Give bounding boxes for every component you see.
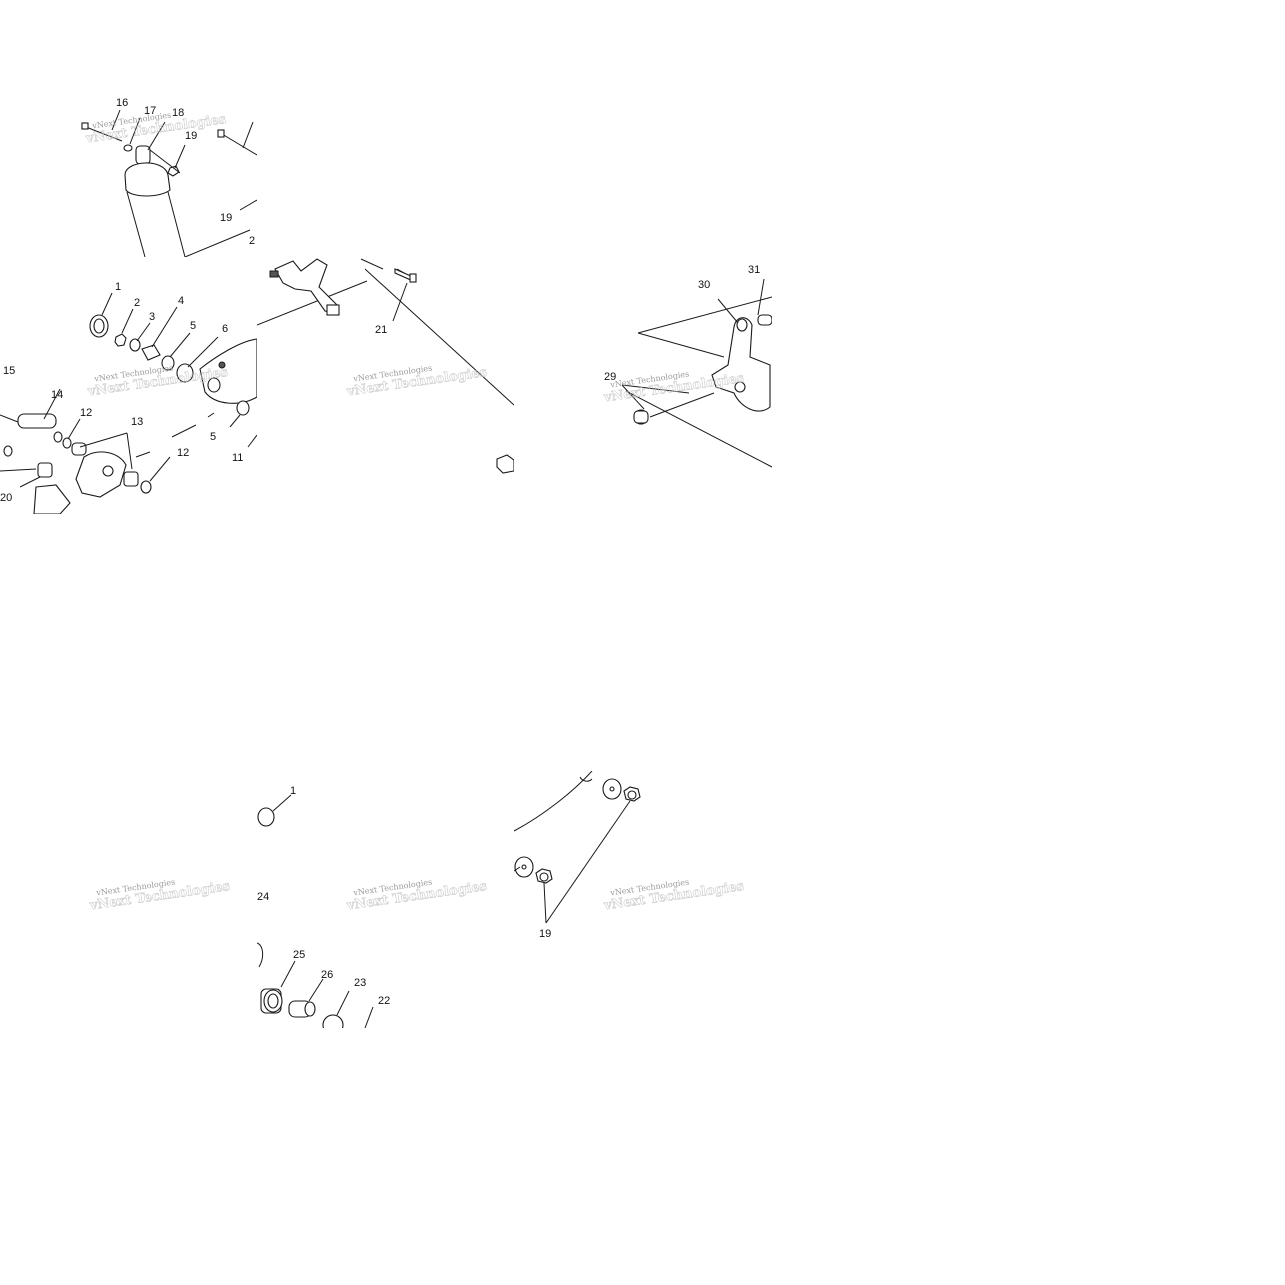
callout-label: 17 bbox=[144, 105, 157, 117]
callout-label: 11 bbox=[232, 452, 244, 464]
washers-nuts-drawing bbox=[514, 771, 641, 924]
callout-label: 15 bbox=[3, 365, 16, 377]
callout-label: 4 bbox=[178, 295, 185, 307]
callout-label: 12 bbox=[177, 447, 190, 459]
linkage-drawing bbox=[257, 258, 514, 474]
callout-label: 13 bbox=[131, 416, 144, 428]
callout-label: 2 bbox=[134, 297, 141, 309]
callout-label: 24 bbox=[257, 891, 270, 903]
callout-label: 19 bbox=[185, 130, 198, 142]
callout-label: 23 bbox=[354, 977, 367, 989]
callout-label: 19 bbox=[220, 212, 233, 224]
callout-label: 25 bbox=[293, 949, 306, 961]
callout-label: 6 bbox=[222, 323, 229, 335]
callout-label: 30 bbox=[698, 279, 711, 291]
callout-label: 1 bbox=[290, 785, 297, 797]
callout-label: 5 bbox=[210, 431, 217, 443]
swingarm-bushings-drawing bbox=[0, 292, 257, 514]
callout-label: 22 bbox=[378, 995, 391, 1007]
callout-label: 3 bbox=[149, 311, 156, 323]
callout-label: 12 bbox=[80, 407, 93, 419]
bearing-set-drawing bbox=[257, 794, 374, 1028]
callout-label: 31 bbox=[748, 264, 761, 276]
callout-label: 19 bbox=[539, 928, 552, 940]
callout-label: 5 bbox=[190, 320, 197, 332]
callout-label: 18 bbox=[172, 107, 185, 119]
shock-absorber-drawing bbox=[81, 109, 257, 257]
callout-label: 29 bbox=[604, 371, 617, 383]
callout-label: 26 bbox=[321, 969, 334, 981]
bellcrank-drawing bbox=[621, 278, 772, 468]
callout-label: 2 bbox=[249, 235, 256, 247]
callout-label: 21 bbox=[375, 324, 388, 336]
callout-label: 14 bbox=[51, 389, 64, 401]
callout-label: 1 bbox=[115, 281, 122, 293]
diagram-tile-swingarm: 1 2 3 4 5 6 15 14 12 13 12 5 11 20 vNext… bbox=[0, 257, 257, 514]
callout-label: 20 bbox=[0, 492, 13, 504]
callout-label: 16 bbox=[116, 97, 129, 109]
